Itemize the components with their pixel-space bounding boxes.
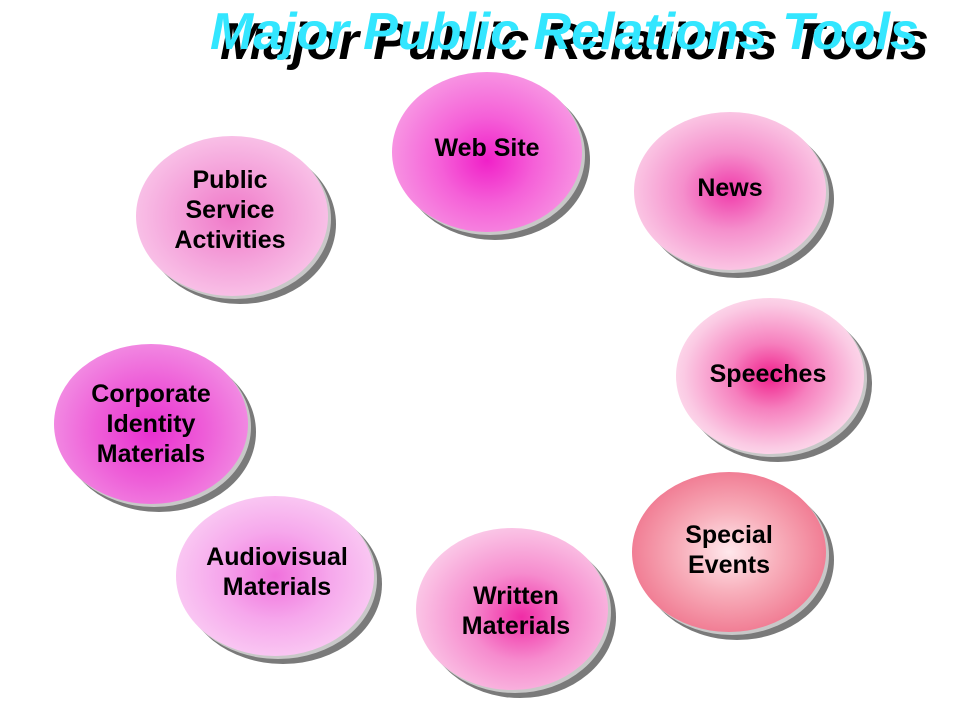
bubble-face: Written Materials — [416, 528, 608, 690]
bubble-face: Special Events — [632, 472, 826, 632]
bubble-face: Public Service Activities — [136, 136, 328, 296]
bubble-label-web-site: Web Site — [434, 134, 540, 162]
bubble-corporate-identity: Corporate Identity Materials — [54, 344, 256, 512]
bubble-news: News — [634, 112, 834, 278]
bubble-public-service: Public Service Activities — [136, 136, 336, 304]
bubble-audiovisual: Audiovisual Materials — [176, 496, 382, 664]
bubble-web-site: Web Site — [392, 72, 590, 240]
title-shadow: Major Public Relations Tools — [220, 13, 929, 71]
bubble-face: Web Site — [392, 72, 582, 232]
bubble-label-audiovisual: Audiovisual Materials — [206, 543, 348, 601]
bubble-label-news: News — [697, 174, 763, 202]
bubble-face: Speeches — [676, 298, 864, 454]
bubble-face: Corporate Identity Materials — [54, 344, 248, 504]
bubble-label-special-events: Special Events — [685, 521, 773, 579]
bubble-label-corporate-identity: Corporate Identity Materials — [91, 380, 211, 468]
bubble-special-events: Special Events — [632, 472, 834, 640]
bubble-face: Audiovisual Materials — [176, 496, 374, 656]
bubble-label-public-service: Public Service Activities — [174, 166, 286, 254]
bubble-written: Written Materials — [416, 528, 616, 698]
bubble-face: News — [634, 112, 826, 270]
bubble-speeches: Speeches — [676, 298, 872, 462]
bubble-label-written: Written Materials — [461, 582, 571, 640]
bubble-label-speeches: Speeches — [709, 360, 827, 388]
slide-title: Major Public Relations Tools Major Publi… — [210, 6, 950, 76]
title-text: Major Public Relations Tools — [210, 3, 919, 61]
